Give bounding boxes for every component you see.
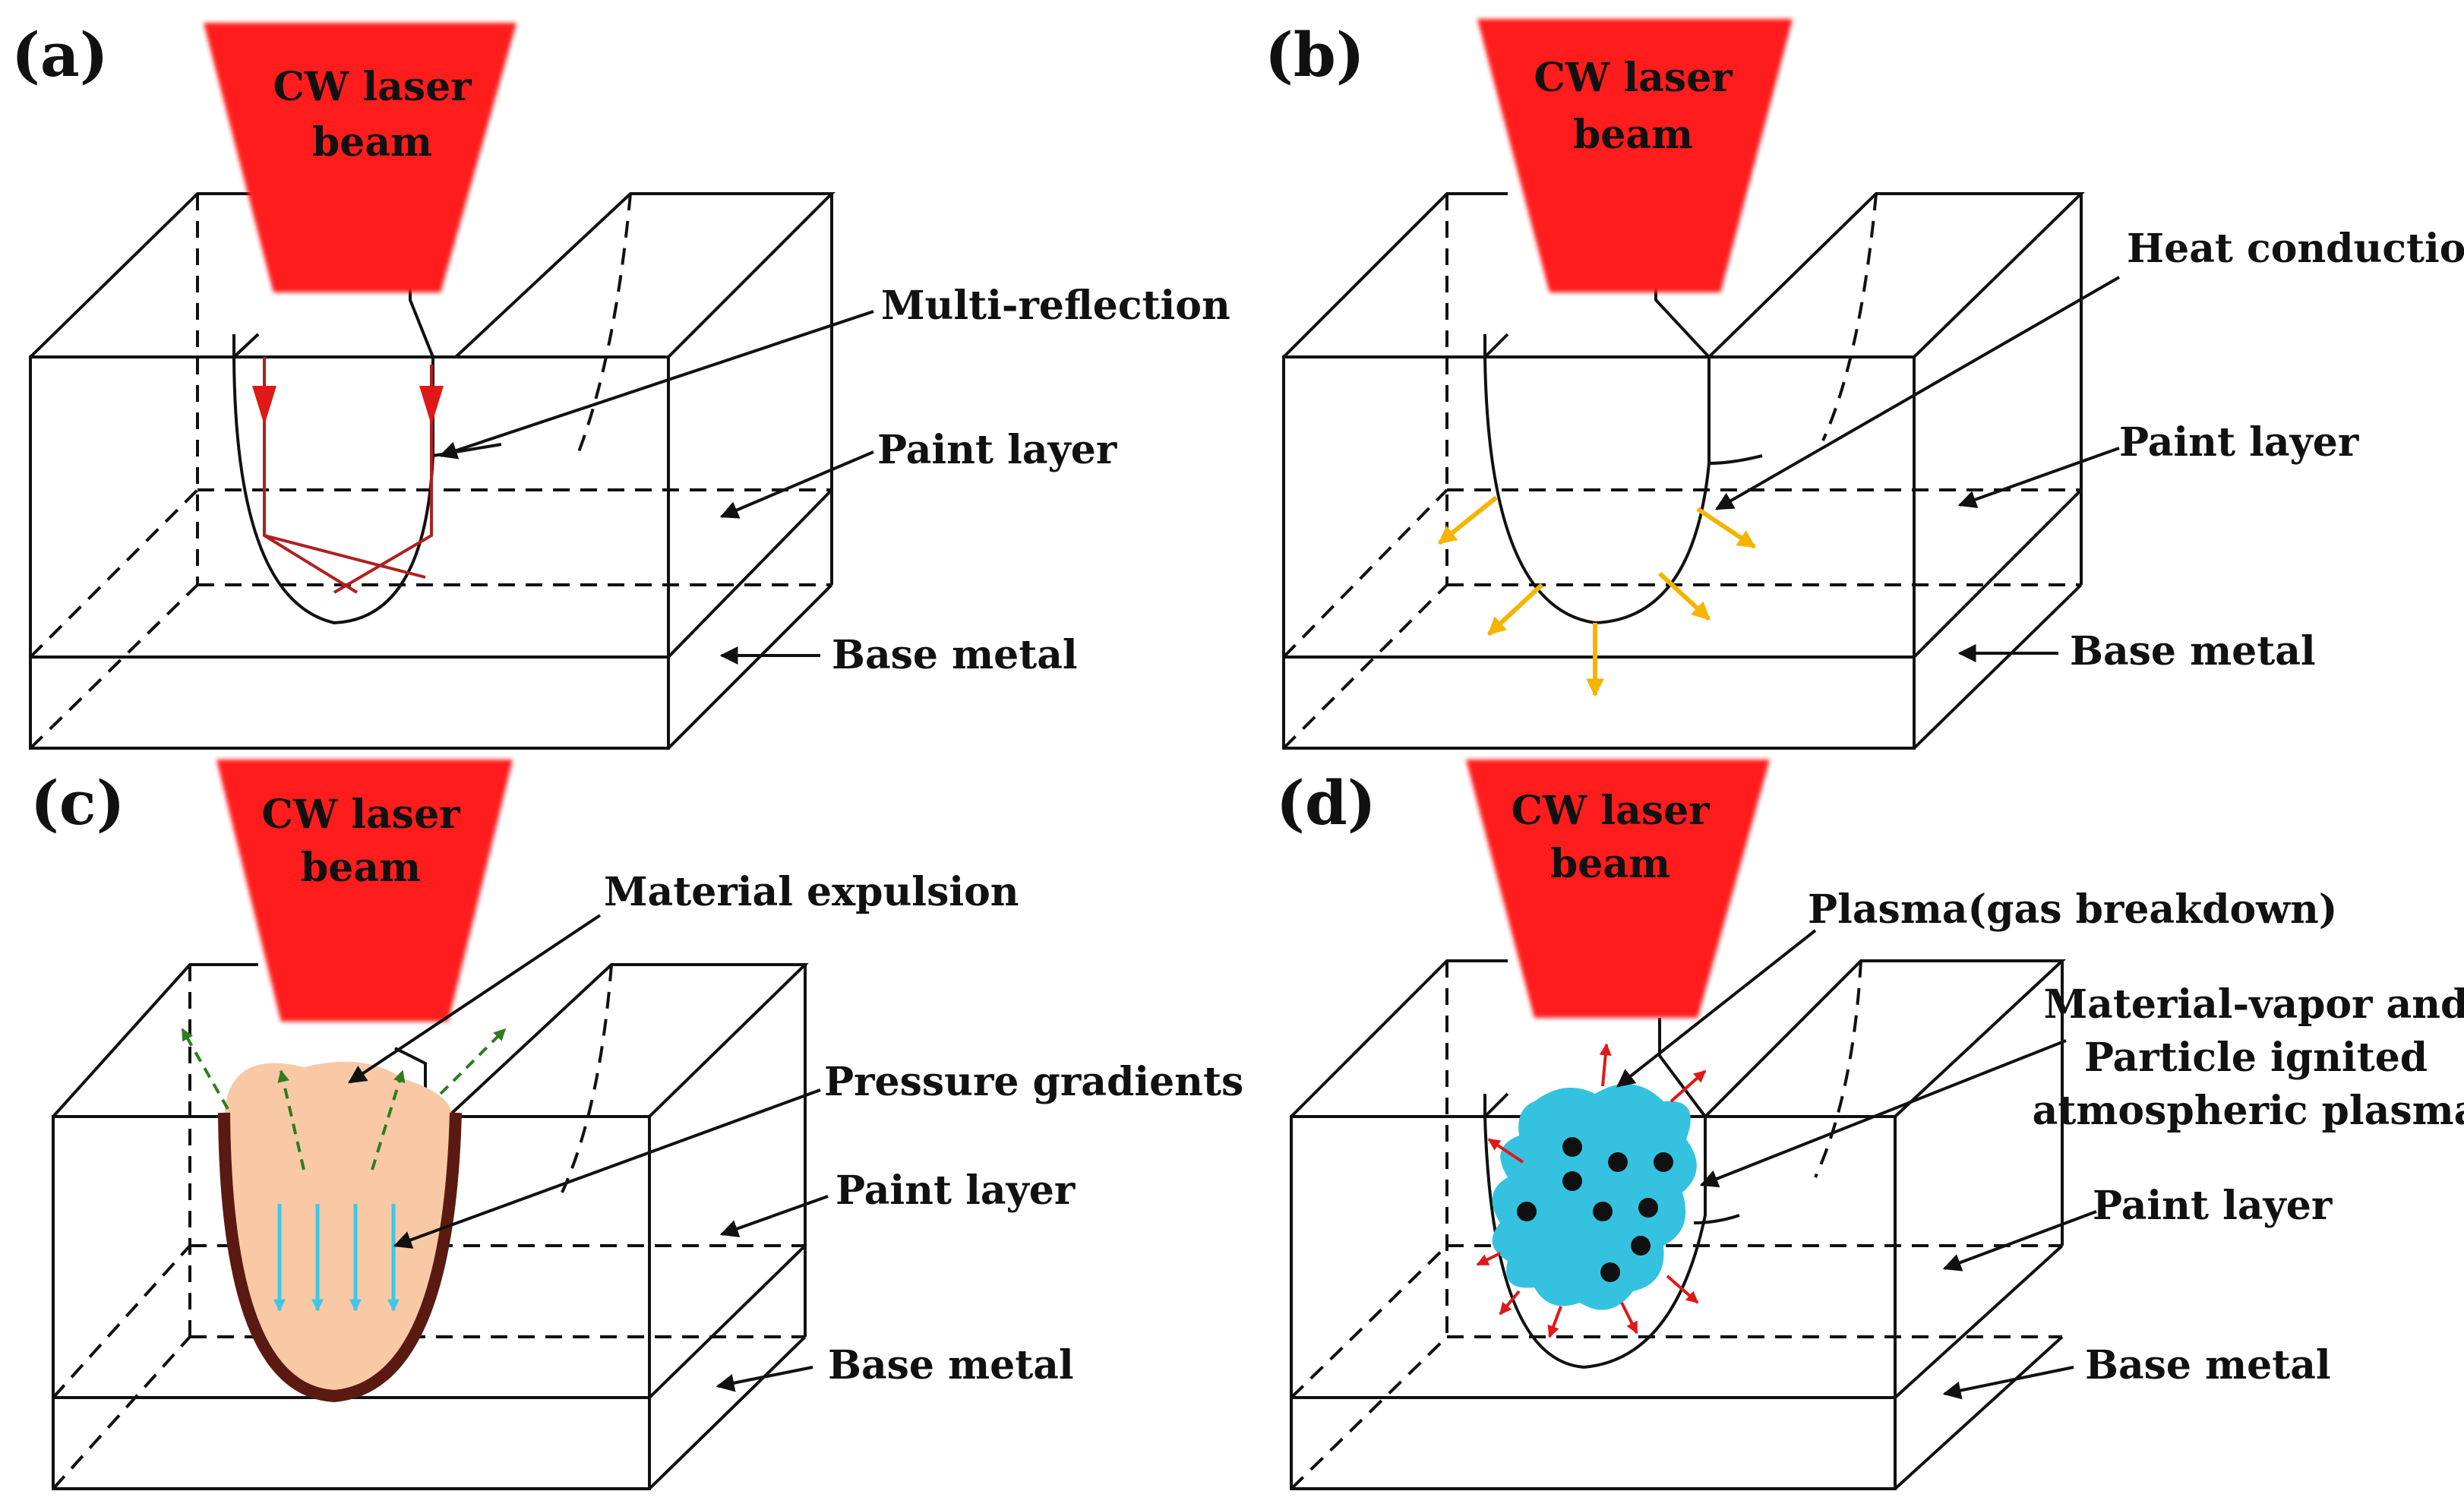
laser-beam-c (216, 760, 513, 1022)
beam-label-a-2: beam (312, 119, 432, 166)
panel-a: CW laser beam Multi-reflection Paint lay… (11, 19, 1230, 750)
laser-beam-b (1477, 19, 1793, 292)
label-pressure-gradients: Pressure gradients (824, 1059, 1243, 1105)
pointer-plasma-gas (1616, 929, 1817, 1088)
pool-wall (218, 1112, 462, 1403)
laser-beam-a (204, 23, 516, 292)
beam-label-d-2: beam (1550, 841, 1670, 887)
beam-label-c-2: beam (301, 845, 421, 891)
label-material-expulsion: Material expulsion (604, 869, 1019, 915)
plasma-particles (1517, 1137, 1673, 1282)
pointer-paint-layer-a (719, 450, 874, 519)
plasma-spark-arrows (1476, 1043, 1707, 1338)
reflection-rays (263, 357, 433, 594)
label-vapor-plasma-2: Particle ignited (2084, 1035, 2428, 1081)
pointer-base-metal-c (716, 1366, 813, 1392)
pointer-material-expulsion (348, 914, 602, 1084)
label-plasma-gas-breakdown: Plasma(gas breakdown) (1808, 886, 2337, 933)
panel-b: CW laser beam Heat conduction Paint laye… (1265, 19, 2464, 750)
panel-label-c: (c) (30, 767, 125, 839)
label-multi-reflection: Multi-reflection (881, 283, 1230, 329)
pointer-base-metal-d (1942, 1366, 2074, 1400)
beam-label-c-1: CW laser (261, 791, 460, 838)
pointer-pressure-gradients (393, 1088, 821, 1249)
beam-label-d-1: CW laser (1511, 788, 1710, 834)
expulsion-arrows (181, 1028, 507, 1170)
ray-arrow-a-2 (419, 386, 444, 425)
label-base-metal-c: Base metal (828, 1342, 1074, 1388)
ray-arrow-a-1 (252, 386, 276, 425)
box-a (29, 192, 836, 750)
label-vapor-plasma-1: Material-vapor and (2044, 981, 2464, 1028)
pointer-vapor-plasma (1699, 1039, 2067, 1188)
pointer-paint-layer-c (719, 1195, 829, 1238)
label-paint-layer-c: Paint layer (836, 1167, 1076, 1214)
beam-label-b-2: beam (1573, 112, 1693, 158)
beam-label-b-1: CW laser (1534, 55, 1733, 101)
pointer-heat-conduction (1714, 276, 2120, 510)
panel-label-b: (b) (1265, 19, 1365, 90)
panel-label-d: (d) (1276, 767, 1376, 839)
box-b (1282, 192, 2085, 750)
panel-label-a: (a) (11, 19, 109, 90)
beam-label-a-1: CW laser (273, 64, 472, 110)
label-paint-layer-d: Paint layer (2093, 1183, 2333, 1229)
label-base-metal-b: Base metal (2070, 628, 2316, 674)
plasma-cloud (1492, 1084, 1697, 1310)
label-vapor-plasma-3: atmospheric plasma (2033, 1088, 2464, 1134)
panel-d: CW laser beam Plasma(gas breakdown) (1276, 760, 2464, 1490)
pointer-paint-layer-d (1942, 1210, 2097, 1271)
label-heat-conduction: Heat conduction (2127, 226, 2464, 272)
label-base-metal-d: Base metal (2085, 1342, 2331, 1388)
label-paint-layer-b: Paint layer (2119, 419, 2359, 466)
heat-conduction-arrows (1438, 495, 1756, 697)
label-base-metal-a: Base metal (832, 632, 1078, 678)
laser-beam-d (1466, 760, 1770, 1018)
label-paint-layer-a: Paint layer (877, 427, 1117, 473)
panel-c: CW laser beam Material expulsion Pressur… (30, 760, 1243, 1490)
box-c (52, 963, 809, 1490)
pointer-multi-reflection (438, 310, 874, 460)
pointer-paint-layer-b (1957, 447, 2120, 509)
pressure-gradient-arrows (273, 1204, 400, 1312)
